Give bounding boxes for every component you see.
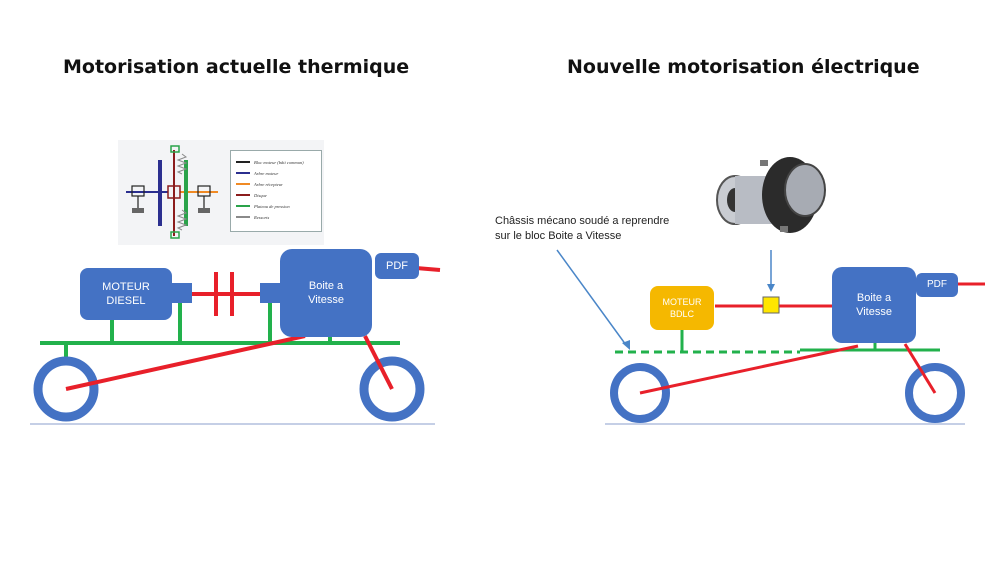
legend-label: Arbre récepteur xyxy=(254,181,283,187)
diesel-engine-label-1: MOTEUR xyxy=(102,281,150,293)
right-front-wheel xyxy=(610,363,670,423)
clutch-schematic xyxy=(126,145,218,239)
left-rear-wheel xyxy=(359,356,425,422)
left-pdf-label: PDF xyxy=(386,260,408,272)
diesel-engine-label-2: DIESEL xyxy=(106,295,146,307)
right-gearbox-box: Boite a Vitesse xyxy=(832,267,916,343)
note-arrow xyxy=(556,249,627,346)
legend-swatch xyxy=(236,161,250,163)
left-title: Motorisation actuelle thermique xyxy=(63,56,410,78)
diesel-engine-box: MOTEUR DIESEL xyxy=(80,268,172,320)
legend-label: Plateau de pression xyxy=(254,203,290,209)
right-pdf-box: PDF xyxy=(916,273,958,297)
legend-swatch xyxy=(236,216,250,218)
right-gearbox-label-1: Boite a xyxy=(856,292,892,304)
chassis-note: Châssis mécano soudé a reprendre sur le … xyxy=(495,214,669,244)
right-gearbox-label-2: Vitesse xyxy=(856,306,892,318)
legend-swatch xyxy=(236,205,250,207)
legend-row: Bloc moteur (bâti commun) xyxy=(236,157,304,167)
left-gearbox-box: Boite a Vitesse xyxy=(280,249,372,337)
legend-label: Arbre moteur xyxy=(254,170,279,176)
right-pdf-label: PDF xyxy=(927,279,947,290)
left-diagram xyxy=(30,266,441,425)
left-pdf-box: PDF xyxy=(375,253,419,279)
elastic-coupling-image xyxy=(710,140,830,240)
left-gearbox-label-2: Vitesse xyxy=(308,294,344,306)
legend-row: Plateau de pression xyxy=(236,201,290,211)
chassis-note-line-1: Châssis mécano soudé a reprendre xyxy=(495,215,670,227)
legend-label: Bloc moteur (bâti commun) xyxy=(254,159,304,165)
legend-label: Disque xyxy=(254,192,267,198)
legend-swatch xyxy=(236,194,250,196)
legend-row: Ressorts xyxy=(236,212,269,222)
legend-row: Arbre moteur xyxy=(236,168,278,178)
bldc-motor-box: MOTEUR BDLC xyxy=(650,286,714,330)
left-gearbox-label-1: Boite a xyxy=(308,280,344,292)
bldc-motor-label-2: BDLC xyxy=(669,309,694,319)
right-rear-wheel xyxy=(905,363,965,423)
legend-row: Arbre récepteur xyxy=(236,179,283,189)
legend-label: Ressorts xyxy=(254,214,270,220)
legend-swatch xyxy=(236,183,250,185)
bldc-motor-label-1: MOTEUR xyxy=(662,297,702,307)
right-title: Nouvelle motorisation électrique xyxy=(567,56,920,78)
chassis-note-line-2: sur le bloc Boite a Vitesse xyxy=(495,230,622,242)
left-front-wheel xyxy=(33,356,99,422)
coupling-square xyxy=(762,296,780,314)
legend-row: Disque xyxy=(236,190,267,200)
legend-swatch xyxy=(236,172,250,174)
